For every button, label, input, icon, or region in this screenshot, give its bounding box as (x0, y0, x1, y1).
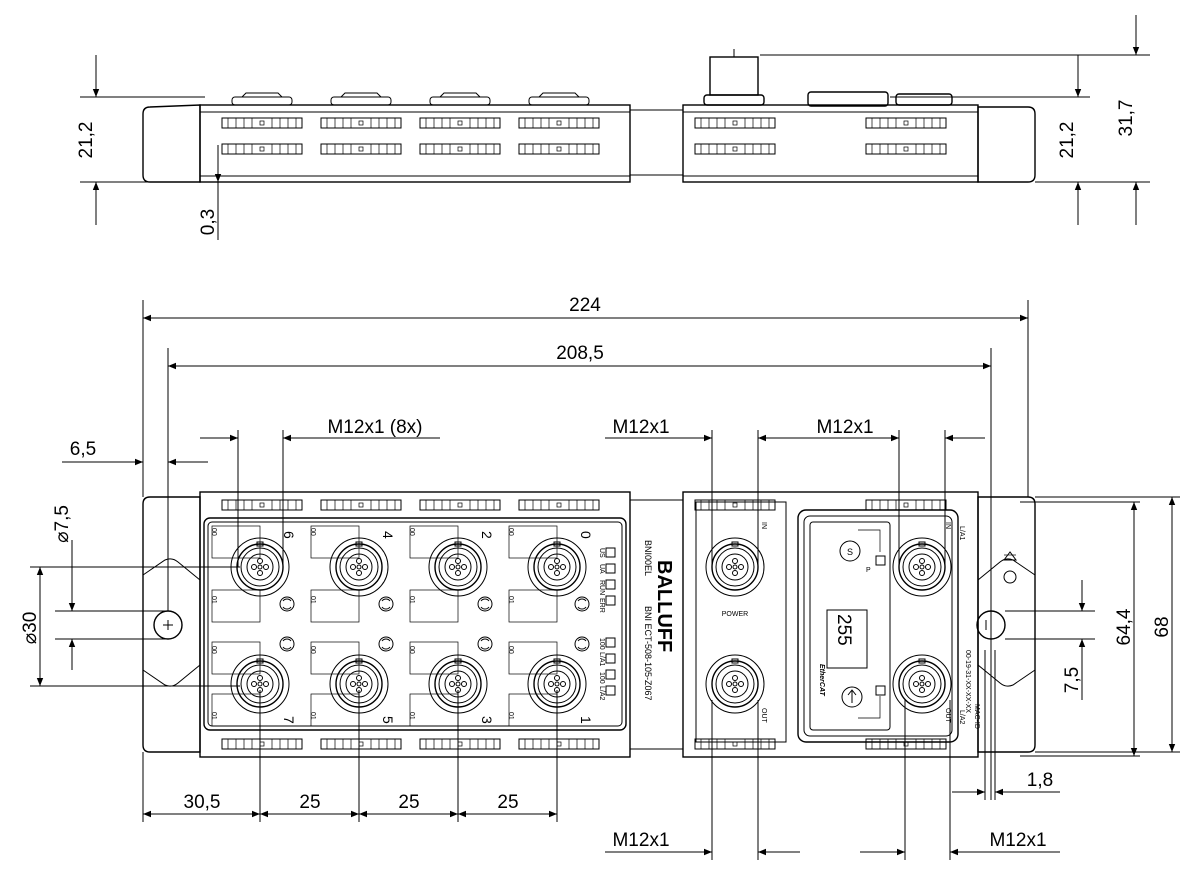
address-switch-s: S P (839, 529, 886, 574)
port-number: 2 (479, 531, 495, 539)
bus-out-connector (892, 654, 952, 714)
front-dimensions: 224 208,5 6,5 M12x1 (8x) M12x1 M12x1 ⌀7,… (20, 295, 1180, 860)
pin-label: 01 (408, 712, 415, 720)
bus-in-connector (892, 537, 952, 597)
status-led-column (605, 547, 616, 696)
pin-label: 00 (210, 528, 217, 536)
led-label: UA (598, 564, 605, 574)
dim-hole-spacing: 208,5 (556, 343, 604, 364)
p-label: P (866, 567, 871, 574)
dim-top-height-total: 31,7 (1116, 100, 1137, 137)
dim-top-offset: 0,3 (198, 209, 219, 235)
dim-hole-offset: 7,5 (1062, 667, 1083, 693)
power-out-connector (705, 654, 765, 714)
led-label: US (598, 548, 605, 558)
pin-label: 01 (309, 712, 316, 720)
dim-pitch-first: 30,5 (184, 792, 221, 813)
led-label: 100 (598, 638, 605, 650)
bus-in-label: IN (944, 522, 951, 529)
port-number: 0 (578, 531, 594, 539)
power-out-label: OUT (760, 708, 767, 724)
pin-label: 00 (507, 646, 514, 654)
pin-label: 01 (210, 712, 217, 720)
side-view (142, 49, 1036, 183)
model-short: BNI00EL (643, 540, 653, 576)
port-number: 6 (281, 531, 297, 539)
side-dimensions: 21,2 0,3 21,2 31,7 (76, 15, 1150, 240)
arrow-button-icon (841, 685, 886, 719)
pin-label: 00 (507, 528, 514, 536)
power-in-connector (705, 537, 765, 597)
pin-label: 00 (408, 646, 415, 654)
brand-logo: BALLUFF (653, 560, 675, 652)
led-label: L/A2 (598, 686, 605, 701)
display-value: 255 (833, 614, 854, 646)
ethercat-label: EtherCAT (818, 664, 825, 696)
bus-out-label: OUT (944, 708, 951, 724)
dim-overall-height: 68 (1152, 616, 1173, 637)
pin-label: 01 (507, 596, 514, 604)
power-in-label: IN (760, 522, 767, 529)
led-label: L/A1 (598, 652, 605, 667)
dim-connector-8x: M12x1 (8x) (327, 417, 422, 438)
pin-label: 01 (507, 712, 514, 720)
dim-top-height-right: 21,2 (1057, 122, 1078, 159)
pin-label: 01 (408, 596, 415, 604)
pin-label: 00 (408, 528, 415, 536)
bus-la2-label: L/A2 (958, 710, 965, 725)
dim-hole-diameter: ⌀7,5 (52, 505, 73, 543)
led-label: ERR (598, 598, 605, 613)
port-number: 5 (380, 716, 396, 724)
pin-label: 00 (309, 646, 316, 654)
bus-la1-label: L/A1 (958, 526, 965, 541)
dim-flange-width: 1,8 (1027, 770, 1053, 791)
dim-connector-power-bottom: M12x1 (612, 830, 669, 851)
dim-connector-power-top: M12x1 (612, 417, 669, 438)
front-view: 6 4 2 0 7 5 3 1 00 01 00 01 00 01 00 01 … (142, 491, 1036, 758)
pin-label: 00 (210, 646, 217, 654)
port-number: 3 (479, 716, 495, 724)
port-number: 4 (380, 531, 396, 539)
dim-overall-length: 224 (569, 295, 601, 316)
s-label: S (847, 547, 853, 557)
led-label: 100 (598, 672, 605, 684)
power-label: POWER (722, 611, 748, 618)
pin-label: 00 (309, 528, 316, 536)
pin-label: 01 (210, 596, 217, 604)
dim-connector-bus-bottom: M12x1 (989, 830, 1046, 851)
mac-title: MAC-ID (973, 704, 980, 729)
dim-inner-height: 64,4 (1114, 608, 1135, 645)
dim-edge-offset: 6,5 (70, 439, 96, 460)
dim-pitch-1: 25 (299, 792, 320, 813)
dim-pitch-3: 25 (497, 792, 518, 813)
pin-label: 01 (309, 596, 316, 604)
dim-top-height-left: 21,2 (76, 122, 97, 159)
model-full: BNI ECT-508-105-Z067 (643, 606, 653, 701)
dim-connector-bus-top: M12x1 (816, 417, 873, 438)
port-number: 1 (578, 716, 594, 724)
port-number: 7 (281, 716, 297, 724)
address-display (826, 609, 868, 669)
mac-label: 00-19-31-XX-XX-XX (964, 650, 971, 713)
led-label: RUN (598, 580, 605, 595)
dim-width-diameter: ⌀30 (20, 612, 41, 645)
dim-pitch-2: 25 (398, 792, 419, 813)
